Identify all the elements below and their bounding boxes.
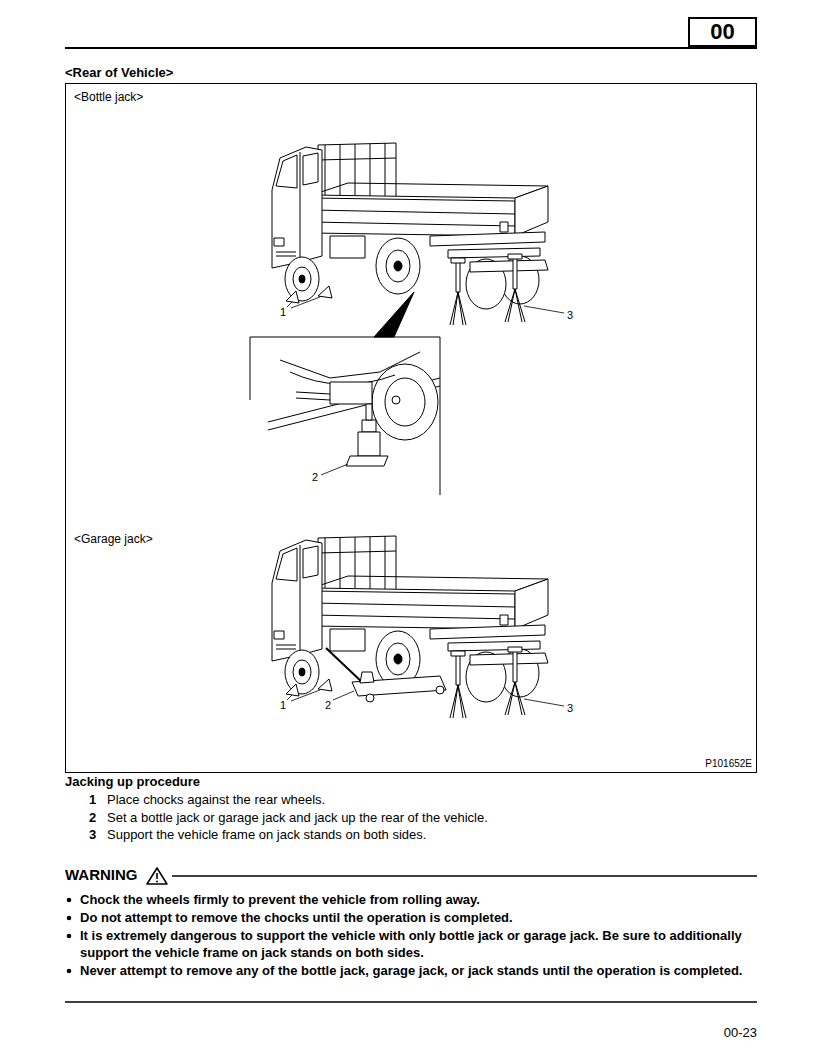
drawing-part bbox=[385, 378, 425, 426]
drawing-part bbox=[147, 868, 167, 884]
drawing-part bbox=[362, 420, 376, 432]
inset-frame bbox=[250, 292, 440, 495]
step-number: 2 bbox=[89, 810, 96, 826]
step-number: 3 bbox=[89, 827, 96, 843]
inset-bottle-jack bbox=[268, 352, 440, 466]
warning-text: It is extremely dangerous to support the… bbox=[80, 927, 757, 961]
truck-garage-jack bbox=[272, 536, 548, 718]
drawing-part bbox=[524, 699, 564, 706]
drawing-part bbox=[333, 691, 354, 700]
drawing-part bbox=[326, 648, 364, 684]
drawing-part bbox=[156, 881, 158, 883]
figure-frame: <Bottle jack> <Garage jack> P101652E bbox=[65, 83, 757, 773]
drawing-part bbox=[372, 364, 438, 440]
callout-number: 3 bbox=[567, 702, 573, 715]
page-number: 00-23 bbox=[724, 1025, 757, 1041]
step-text: Place chocks against the rear wheels. bbox=[107, 792, 325, 808]
warning-symbol bbox=[147, 868, 167, 884]
bullet-marks bbox=[67, 898, 72, 974]
drawing-part bbox=[321, 464, 348, 475]
drawing-part bbox=[67, 969, 72, 974]
view-heading: <Bottle jack> bbox=[74, 90, 143, 104]
title-rule bbox=[65, 48, 757, 49]
drawing-part bbox=[65, 47, 757, 49]
drawing-part bbox=[524, 306, 564, 313]
step-text: Set a bottle jack or garage jack and jac… bbox=[107, 810, 488, 826]
drawing-part bbox=[366, 404, 372, 420]
chapter-number: 00 bbox=[710, 19, 734, 45]
callout-number: 2 bbox=[312, 471, 318, 484]
drawing-part bbox=[346, 456, 388, 466]
step-text: Support the vehicle frame on jack stands… bbox=[107, 827, 426, 843]
drawing-part bbox=[291, 690, 320, 701]
drawing-part bbox=[291, 297, 320, 308]
drawing-part bbox=[272, 536, 548, 718]
chapter-box: 00 bbox=[688, 17, 757, 47]
section-heading: <Rear of Vehicle> bbox=[65, 65, 173, 81]
warning-heading: WARNING bbox=[65, 866, 138, 884]
drawing-part bbox=[287, 695, 292, 700]
view-heading: <Garage jack> bbox=[74, 532, 153, 546]
garage-jack bbox=[326, 648, 446, 702]
callout-number: 3 bbox=[567, 309, 573, 322]
drawing-part bbox=[250, 337, 440, 495]
drawing-part bbox=[360, 672, 374, 683]
drawing-part bbox=[330, 382, 372, 404]
warning-rules bbox=[65, 876, 757, 1002]
drawing-part bbox=[392, 396, 400, 404]
drawing-part bbox=[172, 875, 757, 877]
drawing-part bbox=[374, 292, 414, 337]
callout-number: 1 bbox=[280, 306, 286, 319]
warning-text: Do not attempt to remove the chocks unti… bbox=[80, 909, 757, 926]
drawing-part bbox=[280, 352, 420, 378]
drawing-part bbox=[296, 392, 330, 400]
drawing-part bbox=[436, 686, 444, 694]
step-number: 1 bbox=[89, 792, 96, 808]
drawing-part bbox=[65, 1001, 757, 1003]
drawing-part bbox=[287, 302, 292, 307]
leader-lines bbox=[287, 297, 564, 706]
drawing-part bbox=[67, 934, 72, 939]
drawing-part bbox=[366, 694, 374, 702]
drawing-part bbox=[156, 873, 158, 879]
callout-number: 1 bbox=[280, 699, 286, 712]
warning-text: Never attempt to remove any of the bottl… bbox=[80, 962, 757, 979]
drawing-part bbox=[67, 916, 72, 921]
figure-code: P101652E bbox=[705, 758, 752, 770]
warning-text: Chock the wheels firmly to prevent the v… bbox=[80, 891, 757, 908]
drawing-part bbox=[358, 432, 380, 456]
procedure-heading: Jacking up procedure bbox=[65, 774, 200, 790]
drawing-part bbox=[250, 337, 251, 400]
callout-number: 2 bbox=[325, 699, 331, 712]
drawing-part bbox=[67, 898, 72, 903]
